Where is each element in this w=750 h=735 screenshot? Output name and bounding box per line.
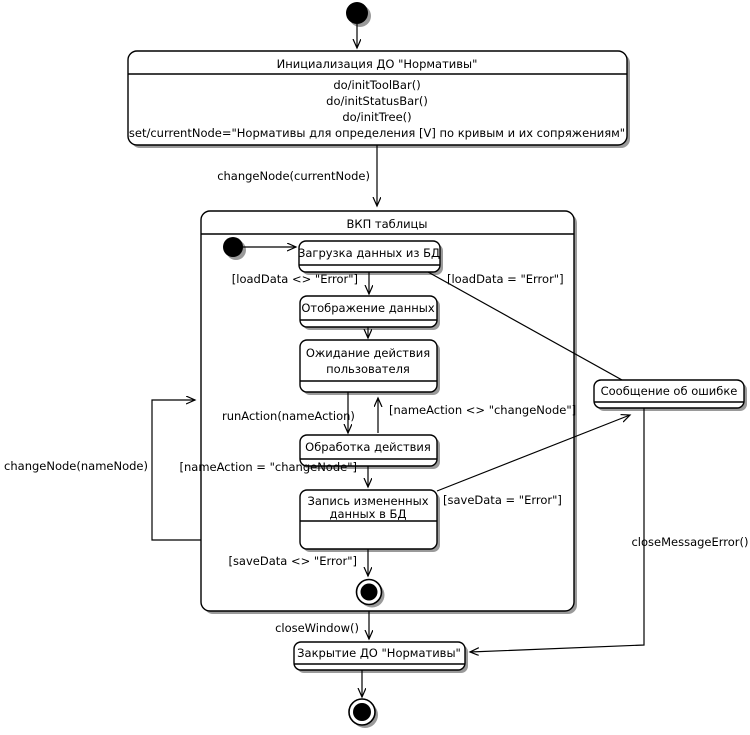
state-wait-user[interactable]: Ожидание действия пользователя	[299, 339, 440, 395]
start-node	[346, 2, 371, 27]
state-load-data[interactable]: Загрузка данных из БД	[298, 240, 443, 275]
edge-label-name-action-ne: [nameAction <> "changeNode"]	[389, 403, 576, 417]
edge-label-close-window: closeWindow()	[275, 621, 359, 635]
edge-label-save-err: [saveData = "Error"]	[443, 493, 562, 507]
state-show-data[interactable]: Отображение данных	[299, 295, 440, 330]
edge-label-load-ok: [loadData <> "Error"]	[232, 272, 358, 286]
edge-label-name-action-eq: [nameAction = "changeNode"]	[180, 460, 357, 474]
edge-label-close-message-error: closeMessageError()	[631, 535, 748, 549]
state-wait-user-title-line2: пользователя	[326, 362, 410, 376]
inner-start-node	[223, 237, 246, 260]
state-init-action-3: do/initTree()	[342, 110, 411, 124]
state-init-title: Инициализация ДО "Нормативы"	[277, 57, 478, 71]
state-wait-user-title-line1: Ожидание действия	[306, 346, 430, 360]
composite-state-table[interactable]: ВКП таблицы	[200, 210, 577, 614]
edge-label-change-node-current: changeNode(currentNode)	[217, 169, 370, 183]
state-init-action-2: do/initStatusBar()	[326, 94, 428, 108]
composite-state-title: ВКП таблицы	[347, 217, 428, 231]
state-init-action-4: set/currentNode="Нормативы для определен…	[129, 126, 625, 140]
state-load-data-title: Загрузка данных из БД	[298, 246, 440, 260]
state-close-title: Закрытие ДО "Нормативы"	[297, 646, 461, 660]
edge-label-change-node-name: changeNode(nameNode)	[4, 459, 148, 473]
state-init[interactable]: Инициализация ДО "Нормативы" do/initTool…	[127, 50, 630, 148]
state-error-message-title: Сообщение об ошибке	[601, 384, 738, 398]
state-error-message[interactable]: Сообщение об ошибке	[593, 379, 747, 411]
state-close[interactable]: Закрытие ДО "Нормативы"	[293, 641, 468, 673]
edge-load-to-error	[427, 271, 640, 390]
state-save-data[interactable]: Запись измененных данных в БД	[299, 489, 440, 552]
edge-label-save-ok: [saveData <> "Error"]	[228, 554, 357, 568]
state-show-data-title: Отображение данных	[301, 301, 435, 315]
edge-label-run-action: runAction(nameAction)	[222, 409, 355, 423]
final-node	[348, 698, 378, 728]
edge-save-to-error	[436, 415, 630, 492]
edge-error-to-close	[470, 408, 645, 652]
state-init-action-1: do/initToolBar()	[333, 78, 420, 92]
state-process-action[interactable]: Обработка действия	[299, 434, 440, 469]
edge-label-load-err: [loadData = "Error"]	[447, 272, 564, 286]
inner-final-node	[355, 578, 385, 608]
edge-composite-self-loop	[151, 400, 201, 541]
state-process-action-title: Обработка действия	[305, 440, 431, 454]
state-save-data-title-line2: данных в БД	[330, 507, 407, 521]
state-save-data-title-line1: Запись измененных	[307, 494, 428, 508]
